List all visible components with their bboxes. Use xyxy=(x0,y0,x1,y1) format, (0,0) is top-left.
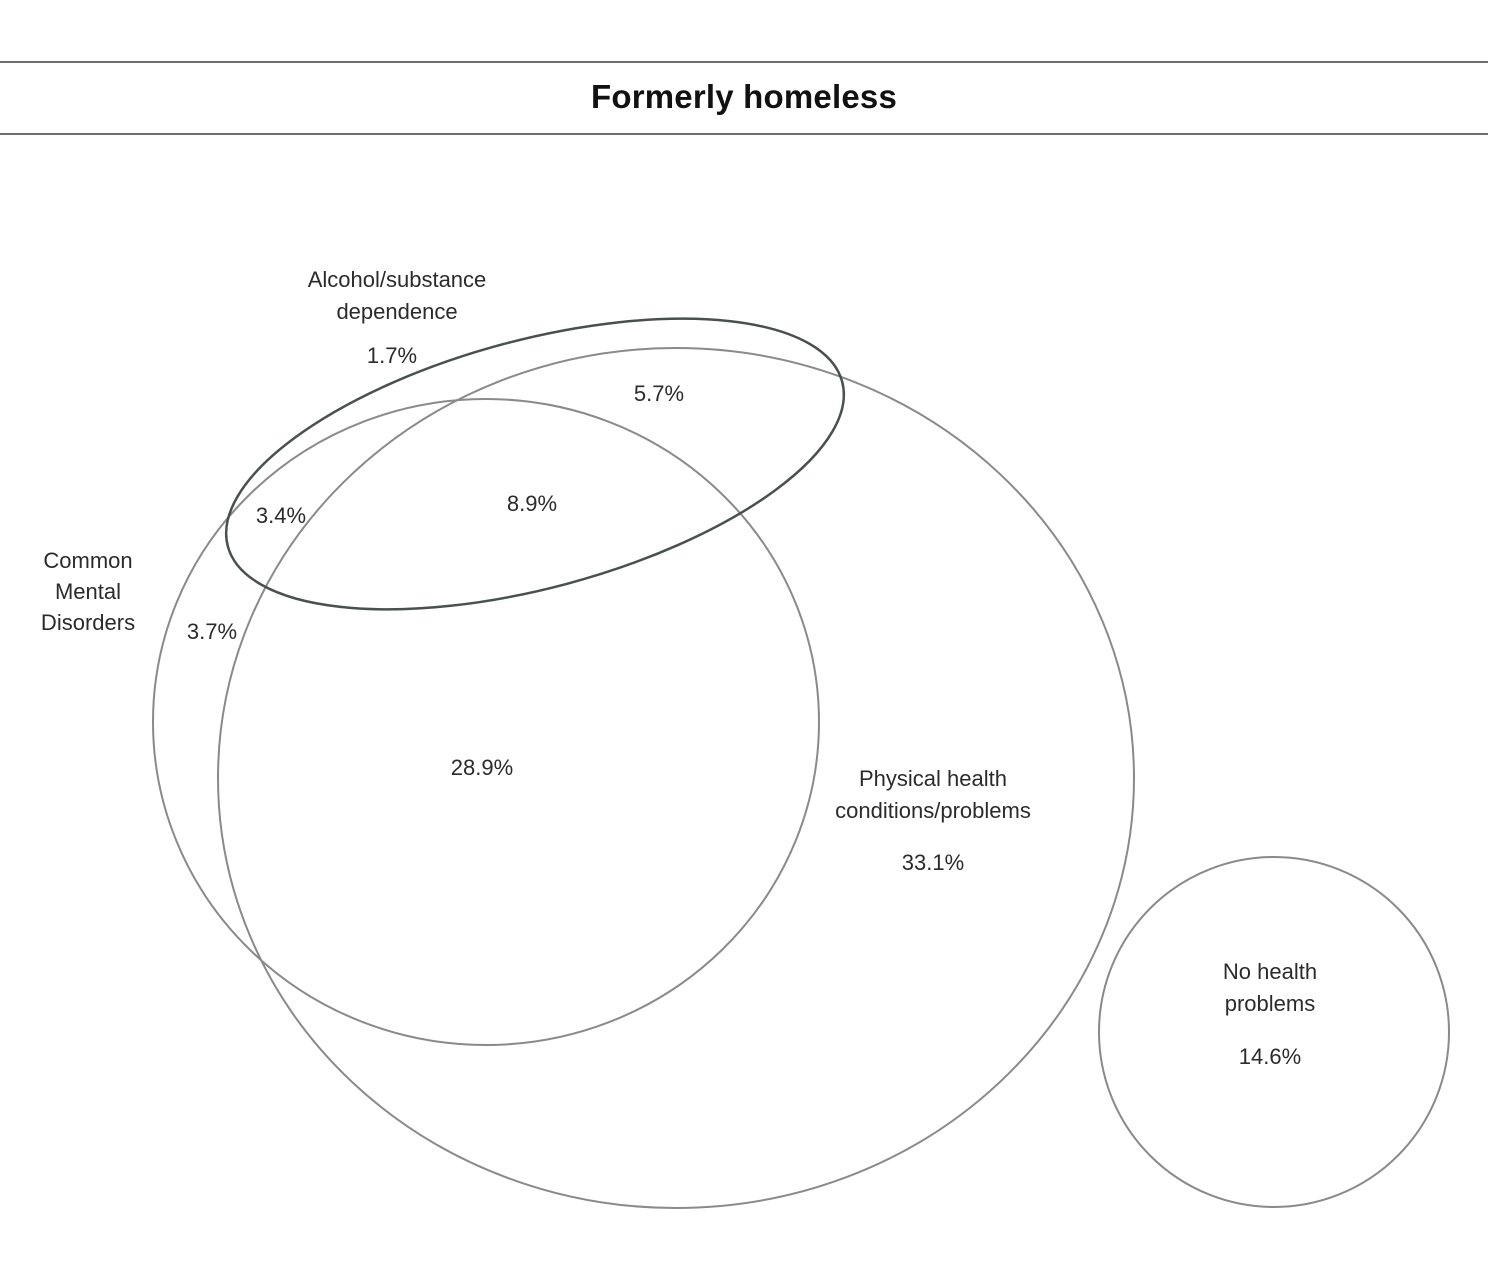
alcohol-physical-value: 5.7% xyxy=(633,381,685,406)
chart-title: Formerly homeless xyxy=(590,78,898,115)
no-health-set-label: No health problems xyxy=(1223,956,1317,1020)
mental-label-line3: Disorders xyxy=(40,610,136,635)
no-health-label-line2: problems xyxy=(1224,991,1316,1016)
mental-disorders-set xyxy=(152,398,820,1046)
alcohol-label-line2: dependence xyxy=(336,299,458,324)
physical-label-line1: Physical health xyxy=(859,766,1007,791)
alcohol-mental-physical-value: 8.9% xyxy=(506,491,558,516)
mental-only-value: 3.7% xyxy=(186,619,238,644)
alcohol-substance-set xyxy=(224,317,846,611)
physical-only-value: 33.1% xyxy=(901,850,965,875)
physical-label-line2: conditions/problems xyxy=(835,798,1031,823)
title-bottom-rule xyxy=(0,133,1488,135)
mental-set-label: Common Mental Disorders xyxy=(41,545,135,638)
alcohol-set-label: Alcohol/substance dependence xyxy=(308,264,487,328)
no-health-problems-set xyxy=(1098,856,1450,1208)
top-rule xyxy=(0,61,1488,63)
alcohol-mental-value: 3.4% xyxy=(255,503,307,528)
physical-set-label: Physical health conditions/problems xyxy=(835,763,1031,827)
alcohol-label-line1: Alcohol/substance xyxy=(307,267,487,292)
alcohol-only-value: 1.7% xyxy=(366,343,418,368)
mental-label-line1: Common xyxy=(43,548,133,573)
no-health-value: 14.6% xyxy=(1238,1044,1302,1069)
no-health-label-line1: No health xyxy=(1222,959,1318,984)
mental-label-line2: Mental xyxy=(54,579,122,604)
mental-physical-value: 28.9% xyxy=(450,755,514,780)
physical-health-set xyxy=(217,347,1135,1209)
